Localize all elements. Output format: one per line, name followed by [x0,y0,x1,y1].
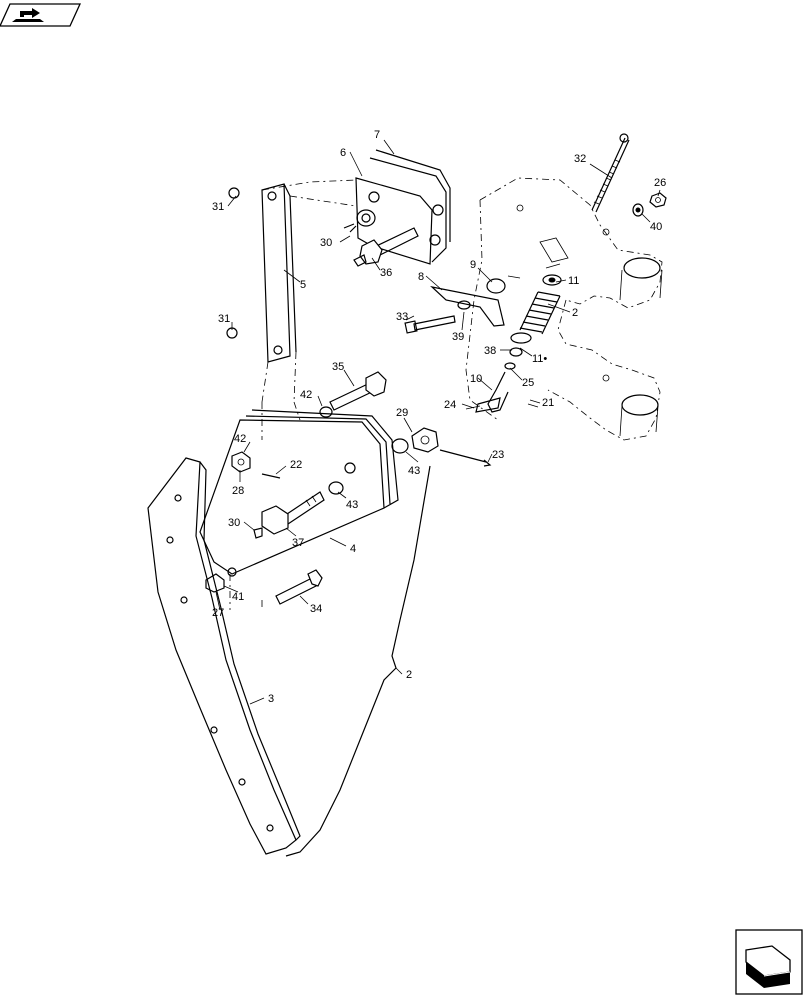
label-28: 28 [232,485,244,497]
assembly-centerline [229,401,301,610]
label-34: 34 [310,603,322,615]
label-37: 37 [292,537,304,549]
label-30-upper: 30 [320,237,332,249]
grease-fitting-30b [253,527,263,539]
label-22: 22 [290,459,302,471]
label-42-lower: 42 [234,433,246,445]
shank [147,457,301,855]
label-7: 7 [374,129,380,141]
bolt-36 [359,227,419,265]
label-31-lower: 31 [218,313,230,325]
bushing [356,209,376,227]
label-43-right: 43 [408,465,420,477]
bolt-34 [275,569,323,605]
assembly-bracket [285,465,431,857]
bracket [430,275,521,327]
label-31-upper: 31 [212,201,224,213]
back-navigation-icon[interactable] [0,3,82,27]
label-33: 33 [396,311,408,323]
label-39: 39 [452,331,464,343]
next-page-arrow-icon[interactable] [735,929,803,995]
label-9: 9 [470,259,476,271]
label-2-lower: 2 [406,669,412,681]
upper-plates [355,149,451,265]
washer-43 [328,438,409,495]
cotter-pin-22 [261,473,281,479]
label-10: 10 [470,373,482,385]
grease-fitting-30 [343,223,367,267]
label-36: 36 [380,267,392,279]
label-35: 35 [332,361,344,373]
label-42-upper: 42 [300,389,312,401]
label-5: 5 [300,279,306,291]
nut-28 [231,451,251,473]
label-43-mid: 43 [346,499,358,511]
mounting-plate [199,409,399,577]
label-8: 8 [418,271,424,283]
label-11-upper: 11 [568,275,579,287]
washer [632,203,644,217]
label-11-lower: 11• [532,353,547,365]
label-3: 3 [268,693,274,705]
bolt-37 [261,491,325,535]
label-32: 32 [574,153,586,165]
link-arm [261,179,357,403]
label-6: 6 [340,147,346,159]
bolt-35 [319,371,387,418]
label-30-lower: 30 [228,517,240,529]
bolt-33 [404,315,456,334]
leader-lines [215,139,661,705]
label-38: 38 [484,345,496,357]
nut [649,192,667,208]
label-21: 21 [542,397,554,409]
label-41: 41 [232,591,244,603]
label-4: 4 [350,543,356,555]
spring-assembly [465,274,562,413]
label-23: 23 [492,449,504,461]
adjusting-rod [591,133,630,213]
label-40: 40 [650,221,662,233]
label-2-upper: 2 [572,307,578,319]
cotter-pin-23 [439,449,492,467]
label-25: 25 [522,377,534,389]
label-27: 27 [212,607,224,619]
label-29: 29 [396,407,408,419]
castle-nut-29 [411,427,439,453]
label-24: 24 [444,399,456,411]
label-26: 26 [654,177,666,189]
part-labels: 32 26 40 7 6 31 30 36 5 31 9 8 11 2 33 3… [212,129,666,705]
chassis-frame [465,177,663,441]
